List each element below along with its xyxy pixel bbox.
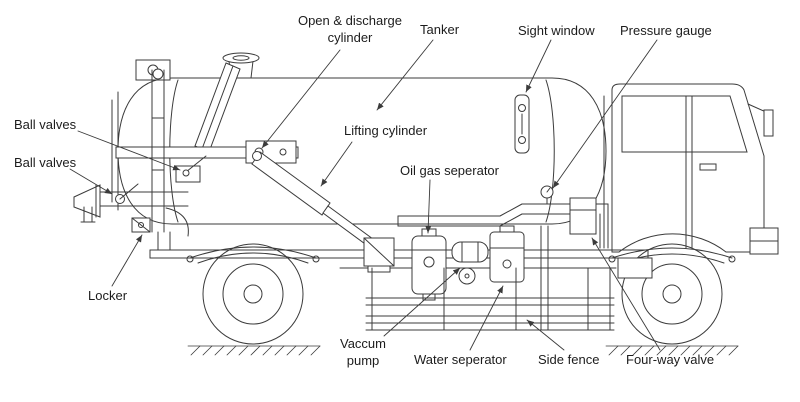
pipes-and-four-way-valve xyxy=(397,197,609,331)
pressure-gauge-part xyxy=(540,185,554,205)
rear-wheel xyxy=(202,243,304,345)
label-vaccum-pump: Vaccum pump xyxy=(340,336,386,368)
leaf-springs xyxy=(186,246,736,264)
label-lifting-cylinder: Lifting cylinder xyxy=(344,123,428,138)
leader-ball-valves-upper xyxy=(77,130,181,171)
leader-pressure-gauge xyxy=(552,39,658,189)
leader-open-discharge-cylinder xyxy=(261,49,341,149)
leader-ball-valves-lower xyxy=(69,168,113,195)
vaccum-pump-part xyxy=(451,241,489,285)
label-locker: Locker xyxy=(88,288,128,303)
ground-hatching xyxy=(187,345,739,356)
sight-window-part xyxy=(514,94,530,154)
tanker-body xyxy=(111,59,607,225)
leader-water-seperator xyxy=(469,285,504,351)
side-fence-part xyxy=(365,267,615,331)
leader-side-fence xyxy=(526,319,565,351)
lifting-cylinder-part xyxy=(251,151,395,273)
cab xyxy=(603,83,779,279)
leader-lines xyxy=(69,39,661,351)
label-water-seperator: Water seperator xyxy=(414,352,507,367)
leader-lifting-cylinder xyxy=(320,141,353,187)
label-pressure-gauge: Pressure gauge xyxy=(620,23,712,38)
leader-vaccum-pump xyxy=(383,267,461,337)
leader-four-way-valve xyxy=(591,237,661,351)
leader-locker xyxy=(111,234,143,287)
label-ball-valves-lower: Ball valves xyxy=(14,155,77,170)
label-sight-window: Sight window xyxy=(518,23,595,38)
label-open-discharge-cylinder: Open & discharge cylinder xyxy=(297,13,403,45)
locker-part xyxy=(131,217,151,233)
label-oil-gas-seperator: Oil gas seperator xyxy=(400,163,499,178)
leader-sight-window xyxy=(525,39,552,93)
leader-tanker xyxy=(376,39,434,111)
water-seperator-part xyxy=(489,225,525,283)
leader-oil-gas-seperator xyxy=(425,179,432,234)
label-four-way-valve: Four-way valve xyxy=(626,352,715,367)
front-wheel xyxy=(621,243,723,345)
label-ball-valves-upper: Ball valves xyxy=(14,117,77,132)
oil-gas-seperator-part xyxy=(411,228,447,301)
label-side-fence: Side fence xyxy=(538,352,600,367)
open-discharge-cylinder-part xyxy=(115,62,299,233)
label-tanker: Tanker xyxy=(420,22,460,37)
